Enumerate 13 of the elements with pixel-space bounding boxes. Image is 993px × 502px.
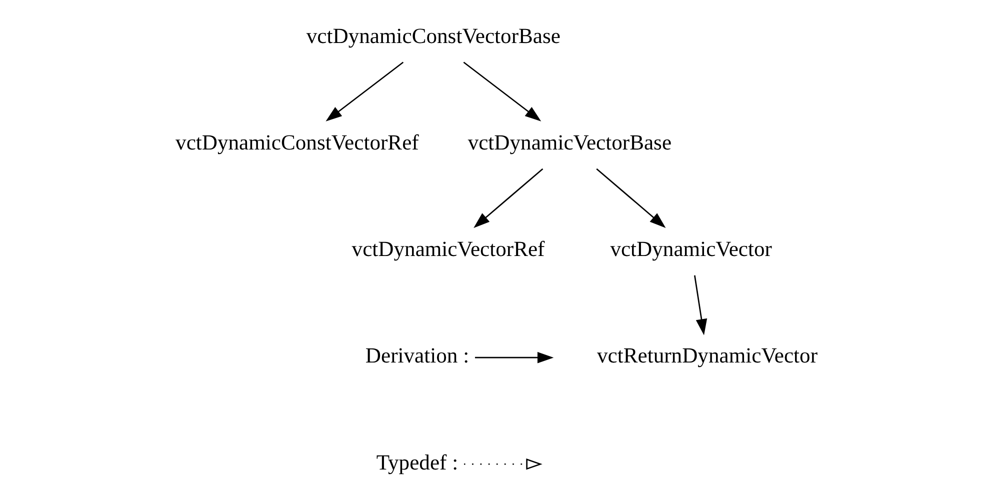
node-text: vctDynamicConstVectorRef xyxy=(176,130,419,155)
arrow xyxy=(596,168,666,228)
node-text: vctDynamicVector xyxy=(610,237,772,262)
node-text: vctDynamicConstVectorBase xyxy=(306,24,560,48)
arrow xyxy=(326,62,404,122)
legend-label: Derivation : xyxy=(365,344,470,368)
node-text: vctDynamicVectorBase xyxy=(468,130,672,155)
node-text: vctDynamicVectorRef xyxy=(352,237,545,262)
arrow xyxy=(694,275,708,336)
arrow xyxy=(463,62,542,122)
node-text: vctReturnDynamicVector xyxy=(597,344,818,368)
arrow xyxy=(474,168,544,228)
legend-label: Typedef : xyxy=(376,450,458,474)
